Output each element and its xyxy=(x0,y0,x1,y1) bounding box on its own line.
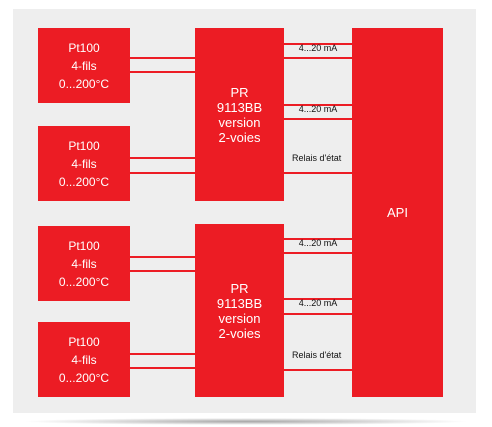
sensor-type-label: Pt100 xyxy=(68,40,100,55)
converter-box-2: PR 9113BB version 2-voies xyxy=(195,224,284,397)
api-box: API xyxy=(352,28,443,397)
sensor-box-2: Pt100 4-fils 0...200°C xyxy=(38,126,130,201)
sensor-wire xyxy=(130,71,195,73)
sensor-range-label: 0...200°C xyxy=(58,274,110,289)
output-wire xyxy=(284,43,352,45)
relay-wire xyxy=(284,369,352,371)
sensor-box-3: Pt100 4-fils 0...200°C xyxy=(38,226,130,301)
sensor-wire xyxy=(130,367,195,369)
sensor-wire xyxy=(130,270,195,272)
sensor-type-label: Pt100 xyxy=(68,334,100,349)
sensor-wiring-label: 4-fils xyxy=(71,156,97,171)
output-wire xyxy=(284,298,352,300)
current-loop-label: 4...20 mA xyxy=(298,298,338,308)
sensor-box-4: Pt100 4-fils 0...200°C xyxy=(38,322,130,397)
sensor-wire xyxy=(130,256,195,258)
output-wire xyxy=(284,313,352,315)
current-loop-label: 4...20 mA xyxy=(298,104,338,114)
sensor-wire xyxy=(130,57,195,59)
output-wire xyxy=(284,238,352,240)
converter-box-1: PR 9113BB version 2-voies xyxy=(195,28,284,201)
converter-version-label: version xyxy=(218,114,261,130)
sensor-wiring-label: 4-fils xyxy=(71,352,97,367)
converter-version-label: version xyxy=(218,310,261,326)
current-loop-label: 4...20 mA xyxy=(298,238,338,248)
output-wire xyxy=(284,118,352,120)
sensor-range-label: 0...200°C xyxy=(58,174,110,189)
relay-wire xyxy=(284,172,352,174)
current-loop-label: 4...20 mA xyxy=(298,43,338,53)
output-wire xyxy=(284,104,352,106)
converter-model-label: 9113BB xyxy=(216,295,263,311)
output-wire xyxy=(284,57,352,59)
sensor-wire xyxy=(130,172,195,174)
relay-label: Relais d'état xyxy=(292,153,342,163)
sensor-wire xyxy=(130,353,195,355)
converter-channels-label: 2-voies xyxy=(218,325,261,341)
sensor-wiring-label: 4-fils xyxy=(71,58,97,73)
sensor-box-1: Pt100 4-fils 0...200°C xyxy=(38,28,130,103)
output-wire xyxy=(284,252,352,254)
converter-channels-label: 2-voies xyxy=(218,129,261,145)
panel-shadow xyxy=(22,418,470,425)
sensor-range-label: 0...200°C xyxy=(58,76,110,91)
sensor-wiring-label: 4-fils xyxy=(71,256,97,271)
converter-brand-label: PR xyxy=(230,84,249,100)
converter-brand-label: PR xyxy=(230,280,249,296)
sensor-type-label: Pt100 xyxy=(68,138,100,153)
api-label: API xyxy=(387,205,408,220)
converter-model-label: 9113BB xyxy=(216,99,263,115)
relay-label: Relais d'état xyxy=(292,350,342,360)
sensor-range-label: 0...200°C xyxy=(58,370,110,385)
sensor-type-label: Pt100 xyxy=(68,238,100,253)
sensor-wire xyxy=(130,157,195,159)
